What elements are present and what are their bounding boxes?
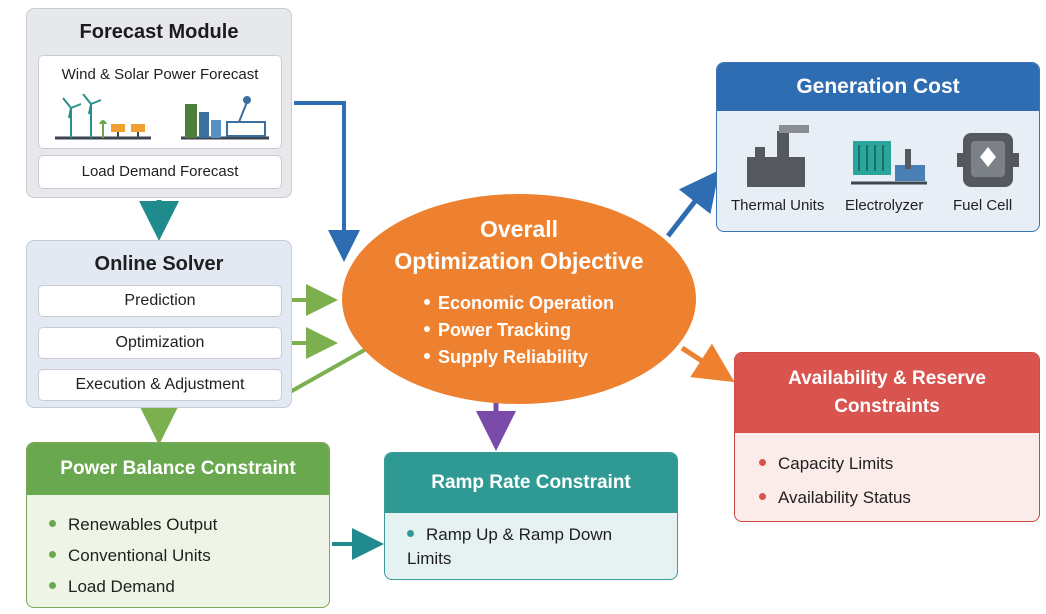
wind-solar-forecast-box: Wind & Solar Power Forecast xyxy=(38,55,282,149)
bullet-icon xyxy=(424,326,430,333)
bullet-icon xyxy=(49,520,56,528)
objective-list: Economic Operation Power Tracking Supply… xyxy=(424,290,614,371)
power-balance-list: Renewables Output Conventional Units Loa… xyxy=(49,509,217,602)
ramp-rate-title: Ramp Rate Constraint xyxy=(385,453,677,513)
ramp-rate-list: Ramp Up & Ramp Down Limits xyxy=(407,523,627,571)
thermal-units-label: Thermal Units xyxy=(731,197,825,214)
list-item: Power Tracking xyxy=(424,317,614,344)
objective-title-line2: Optimization Objective xyxy=(394,248,644,274)
list-item: Conventional Units xyxy=(49,540,217,571)
list-item: Economic Operation xyxy=(424,290,614,317)
forecast-module-title: Forecast Module xyxy=(79,21,239,43)
bullet-icon xyxy=(424,299,430,306)
list-item: Ramp Up & Ramp Down Limits xyxy=(407,525,613,568)
fuel-cell-label: Fuel Cell xyxy=(953,197,1013,214)
city-load-icon xyxy=(181,96,269,140)
availability-title-line2: Constraints xyxy=(834,396,940,417)
solver-step-execution: Execution & Adjustment xyxy=(38,369,282,401)
list-item: Availability Status xyxy=(759,481,911,515)
solver-step-prediction: Prediction xyxy=(38,285,282,317)
overall-optimization-objective: Overall Optimization Objective Economic … xyxy=(342,194,696,404)
wind-solar-forecast-label: Wind & Solar Power Forecast xyxy=(61,66,259,83)
availability-list: Capacity Limits Availability Status xyxy=(759,447,911,515)
list-item: Capacity Limits xyxy=(759,447,911,481)
electrolyzer-icon xyxy=(851,141,927,185)
list-item: Renewables Output xyxy=(49,509,217,540)
power-balance-title: Power Balance Constraint xyxy=(27,443,329,495)
forecast-module: Forecast Module Wind & Solar Power Forec… xyxy=(26,8,292,198)
arrow-objective-to-availability xyxy=(680,343,735,383)
ramp-rate-constraint: Ramp Rate Constraint Ramp Up & Ramp Down… xyxy=(384,452,678,580)
arrow-objective-to-generation xyxy=(666,170,720,238)
electrolyzer-label: Electrolyzer xyxy=(845,197,924,214)
availability-title: Availability & Reserve Constraints xyxy=(735,353,1039,433)
online-solver-title: Online Solver xyxy=(94,253,224,275)
bullet-icon xyxy=(759,459,766,467)
bullet-icon xyxy=(49,582,56,590)
online-solver: Online Solver Prediction Optimization Ex… xyxy=(26,240,292,408)
thermal-plant-icon xyxy=(747,125,809,187)
list-item: Load Demand xyxy=(49,571,217,602)
load-demand-forecast-box: Load Demand Forecast xyxy=(38,155,282,189)
generation-cost-title: Generation Cost xyxy=(717,63,1039,111)
power-balance-constraint: Power Balance Constraint Renewables Outp… xyxy=(26,442,330,608)
bullet-icon xyxy=(49,551,56,559)
wind-solar-icon xyxy=(55,94,151,140)
generation-cost: Generation Cost Thermal Units Electrolyz… xyxy=(716,62,1040,232)
bullet-icon xyxy=(759,493,766,501)
list-item: Supply Reliability xyxy=(424,344,614,371)
availability-title-line1: Availability & Reserve xyxy=(788,368,986,389)
objective-title-line1: Overall xyxy=(480,216,558,242)
fuel-cell-icon xyxy=(957,133,1019,187)
arrow-forecast-to-objective xyxy=(294,101,360,262)
bullet-icon xyxy=(407,530,414,538)
bullet-icon xyxy=(424,353,430,360)
solver-step-optimization: Optimization xyxy=(38,327,282,359)
availability-reserve-constraints: Availability & Reserve Constraints Capac… xyxy=(734,352,1040,522)
arrow-execution-to-objective xyxy=(289,346,369,394)
